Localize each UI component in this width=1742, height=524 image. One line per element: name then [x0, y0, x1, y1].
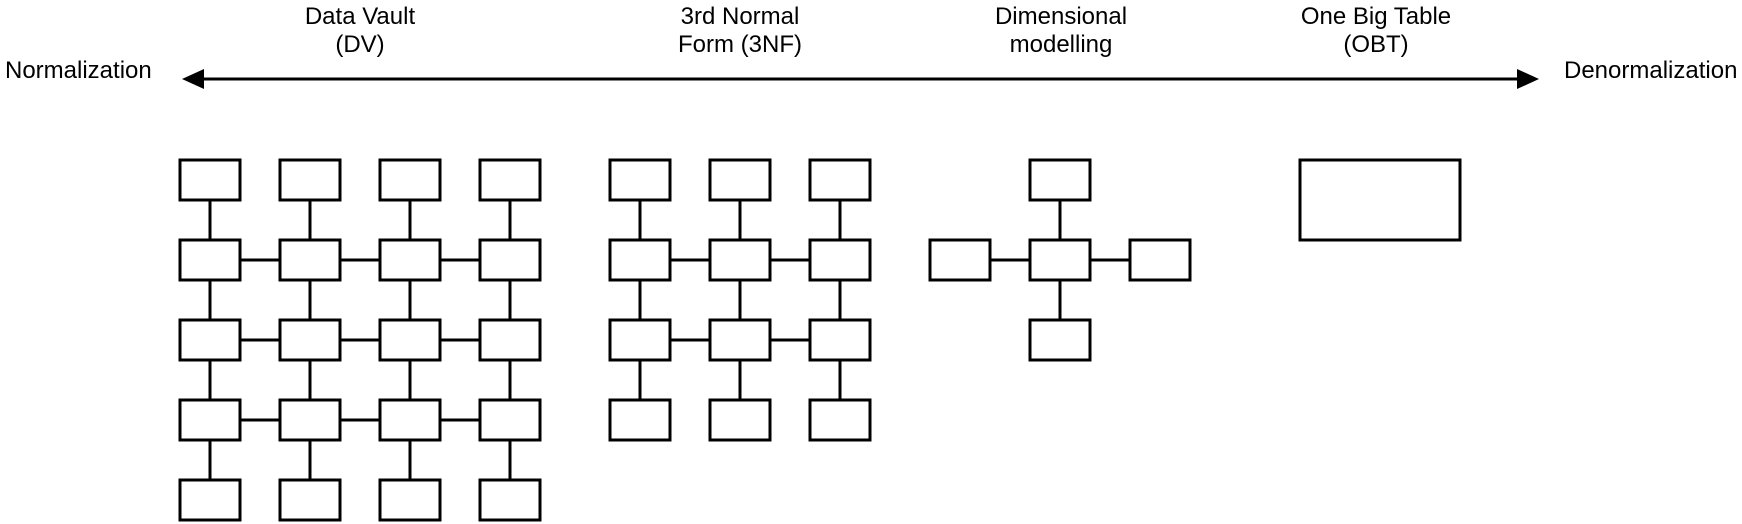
dimensional-star-schema-table-box — [928, 238, 992, 282]
data-vault-schema-table-box — [478, 398, 542, 442]
label-data-vault-line1: Data Vault — [304, 3, 416, 30]
third-normal-form-schema-table-box — [808, 158, 872, 202]
data-vault-schema-table-box — [178, 318, 242, 362]
label-third-normal-form-line1: 3rd Normal — [680, 3, 800, 30]
data-vault-schema-table-box — [478, 318, 542, 362]
third-normal-form-schema-table-box — [808, 318, 872, 362]
third-normal-form-schema-table-box — [708, 318, 772, 362]
data-vault-schema-table-box — [378, 478, 442, 522]
data-vault-schema-table-box — [278, 318, 342, 362]
third-normal-form-schema-table-box — [608, 158, 672, 202]
dimensional-star-schema-table-box — [1028, 158, 1092, 202]
axis-label-normalization: Normalization — [5, 57, 152, 84]
data-vault-schema-table-box — [278, 398, 342, 442]
label-third-normal-form-line2: Form (3NF) — [678, 31, 802, 58]
third-normal-form-schema-table-box — [808, 238, 872, 282]
third-normal-form-schema-table-box — [608, 318, 672, 362]
third-normal-form-schema-table-box — [708, 158, 772, 202]
data-vault-schema-table-box — [278, 238, 342, 282]
data-vault-schema-table-box — [178, 398, 242, 442]
dimensional-star-schema-table-box — [1028, 318, 1092, 362]
data-vault-schema-table-box — [478, 478, 542, 522]
data-vault-schema-table-box — [378, 318, 442, 362]
label-dimensional-modelling-line2: modelling — [1009, 31, 1113, 58]
data-vault-schema-table-box — [478, 238, 542, 282]
label-data-vault-line2: (DV) — [335, 31, 385, 58]
label-one-big-table-line1: One Big Table — [1300, 3, 1452, 30]
arrowhead-left-icon — [182, 69, 204, 89]
dimensional-star-schema-table-box — [1028, 238, 1092, 282]
third-normal-form-schema-table-box — [708, 238, 772, 282]
third-normal-form-schema-table-box — [608, 398, 672, 442]
data-vault-schema-table-box — [178, 238, 242, 282]
data-vault-schema-table-box — [278, 478, 342, 522]
third-normal-form-schema-table-box — [808, 398, 872, 442]
label-one-big-table: One Big Table (OBT) — [1226, 3, 1526, 59]
data-vault-schema-table-box — [378, 158, 442, 202]
label-data-vault: Data Vault (DV) — [210, 3, 510, 59]
label-dimensional-modelling: Dimensional modelling — [911, 3, 1211, 59]
arrowhead-right-icon — [1517, 69, 1539, 89]
data-vault-schema-table-box — [178, 158, 242, 202]
third-normal-form-schema-table-box — [608, 238, 672, 282]
data-vault-schema-table-box — [378, 398, 442, 442]
axis-label-denormalization: Denormalization — [1564, 57, 1738, 84]
third-normal-form-schema-table-box — [708, 398, 772, 442]
label-one-big-table-line2: (OBT) — [1343, 31, 1409, 58]
data-vault-schema-table-box — [278, 158, 342, 202]
label-third-normal-form: 3rd Normal Form (3NF) — [590, 3, 890, 59]
one-big-table-schema-table-box — [1298, 158, 1462, 242]
data-vault-schema-table-box — [478, 158, 542, 202]
data-vault-schema-table-box — [378, 238, 442, 282]
label-dimensional-modelling-line1: Dimensional — [994, 3, 1128, 30]
data-vault-schema-table-box — [178, 478, 242, 522]
dimensional-star-schema-table-box — [1128, 238, 1192, 282]
